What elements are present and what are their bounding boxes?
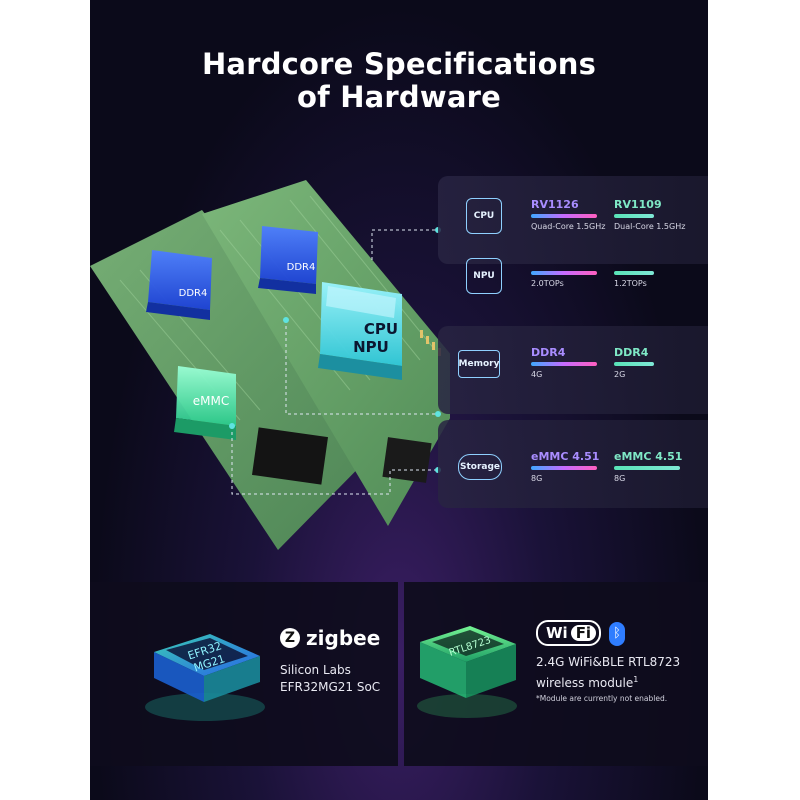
spec-storage-col-1-bar xyxy=(531,466,597,470)
storage-chip-icon: Storage xyxy=(458,454,502,480)
spec-storage-col-1-sub: 8G xyxy=(531,474,543,483)
wifi-logo-wi: Wi xyxy=(546,624,568,642)
spec-npu-col-1-bar xyxy=(531,271,597,275)
npu-chip-icon: NPU xyxy=(466,258,502,294)
spec-npu-col-2: 1.2TOPs xyxy=(614,268,694,288)
ddr4-chip-right xyxy=(258,226,318,294)
spec-cpu-col-1-name: RV1126 xyxy=(531,198,579,211)
pcb-boards-graphic xyxy=(90,180,472,550)
wifi-note: *Module are currently not enabled. xyxy=(536,694,668,703)
title-line-1: Hardcore Specifications xyxy=(201,47,597,81)
cpu-label: CPU xyxy=(363,320,399,338)
spec-memory-col-1-name: DDR4 xyxy=(531,346,566,359)
zigbee-logo-text: zigbee xyxy=(306,626,381,650)
spec-memory-col-2-sub: 2G xyxy=(614,370,626,379)
page-title: Hardcore Specifications of Hardware xyxy=(90,48,708,114)
spec-cpu-col-2-name: RV1109 xyxy=(614,198,662,211)
spec-cpu-col-2-bar xyxy=(614,214,654,218)
spec-npu-col-2-bar xyxy=(614,271,654,275)
bluetooth-icon: ᛒ xyxy=(609,621,626,646)
wifi-line-2: wireless module xyxy=(536,676,634,690)
wifi-chip-graphic: RTL8723 xyxy=(417,626,517,718)
spec-memory-col-2: DDR4 2G xyxy=(614,346,694,379)
memory-chip-icon: Memory xyxy=(458,350,500,378)
npu-label: NPU xyxy=(353,338,389,356)
zigbee-text-block: Z zigbee Silicon Labs EFR32MG21 SoC xyxy=(280,626,380,696)
spec-row-storage: Storage eMMC 4.51 8G eMMC 4.51 8G xyxy=(438,420,708,508)
ic-black-1 xyxy=(252,427,328,485)
zigbee-line-1: Silicon Labs xyxy=(280,663,351,677)
ddr4-chip-left xyxy=(146,250,212,320)
spec-cpu-col-1-sub: Quad-Core 1.5GHz xyxy=(531,222,606,231)
ic-black-2 xyxy=(382,437,432,483)
spec-memory-col-1-sub: 4G xyxy=(531,370,543,379)
spec-memory-col-2-name: DDR4 xyxy=(614,346,649,359)
wifi-footnote-mark: 1 xyxy=(633,675,639,684)
spec-storage-col-2-name: eMMC 4.51 xyxy=(614,450,683,463)
spec-storage-col-2: eMMC 4.51 8G xyxy=(614,450,694,483)
spec-storage-col-2-sub: 8G xyxy=(614,474,626,483)
spec-npu-col-2-sub: 1.2TOPs xyxy=(614,279,647,288)
spec-cpu-col-2: RV1109 Dual-Core 1.5GHz xyxy=(614,198,694,231)
spec-row-npu: NPU 2.0TOPs 1.2TOPs xyxy=(438,244,708,332)
spec-memory-col-2-bar xyxy=(614,362,654,366)
spec-row-memory: Memory DDR4 4G DDR4 2G xyxy=(438,326,708,414)
spec-poster: Hardcore Specifications of Hardware xyxy=(90,0,708,800)
ddr4-right-label: DDR4 xyxy=(286,262,316,273)
spec-row-cpu: CPU RV1126 Quad-Core 1.5GHz RV1109 Dual-… xyxy=(438,176,708,264)
spec-memory-col-1: DDR4 4G xyxy=(531,346,601,379)
spec-cpu-col-1: RV1126 Quad-Core 1.5GHz xyxy=(531,198,606,231)
spec-npu-col-1: 2.0TOPs xyxy=(531,268,601,288)
zigbee-logo: Z zigbee xyxy=(280,626,380,650)
zigbee-panel: EFR32 MG21 Z zigbee Silicon Labs EFR32MG… xyxy=(90,582,398,766)
zigbee-logo-icon: Z xyxy=(280,628,300,648)
ddr4-left-label: DDR4 xyxy=(178,288,208,299)
dashed-connectors xyxy=(231,229,438,495)
title-line-2: of Hardware xyxy=(296,80,502,114)
spec-cpu-col-1-bar xyxy=(531,214,597,218)
board-illustration: DDR4 DDR4 CPU NPU eMMC xyxy=(90,170,472,570)
cpu-chip-icon: CPU xyxy=(466,198,502,234)
spec-storage-col-2-bar xyxy=(614,466,680,470)
spec-storage-col-1: eMMC 4.51 8G xyxy=(531,450,603,483)
zigbee-chip-graphic: EFR32 MG21 xyxy=(145,634,265,721)
spec-memory-col-1-bar xyxy=(531,362,597,366)
spec-npu-col-1-sub: 2.0TOPs xyxy=(531,279,564,288)
wifi-line-2-row: wireless module1 xyxy=(536,671,680,692)
cpu-npu-chip xyxy=(318,282,402,380)
emmc-label: eMMC xyxy=(192,394,230,408)
spec-storage-col-1-name: eMMC 4.51 xyxy=(531,450,600,463)
wifi-line-1: 2.4G WiFi&BLE RTL8723 xyxy=(536,655,681,669)
wifi-logo-fi: Fi xyxy=(570,625,597,641)
spec-cpu-col-2-sub: Dual-Core 1.5GHz xyxy=(614,222,686,231)
zigbee-line-2: EFR32MG21 SoC xyxy=(280,680,381,694)
emmc-chip xyxy=(174,366,236,440)
